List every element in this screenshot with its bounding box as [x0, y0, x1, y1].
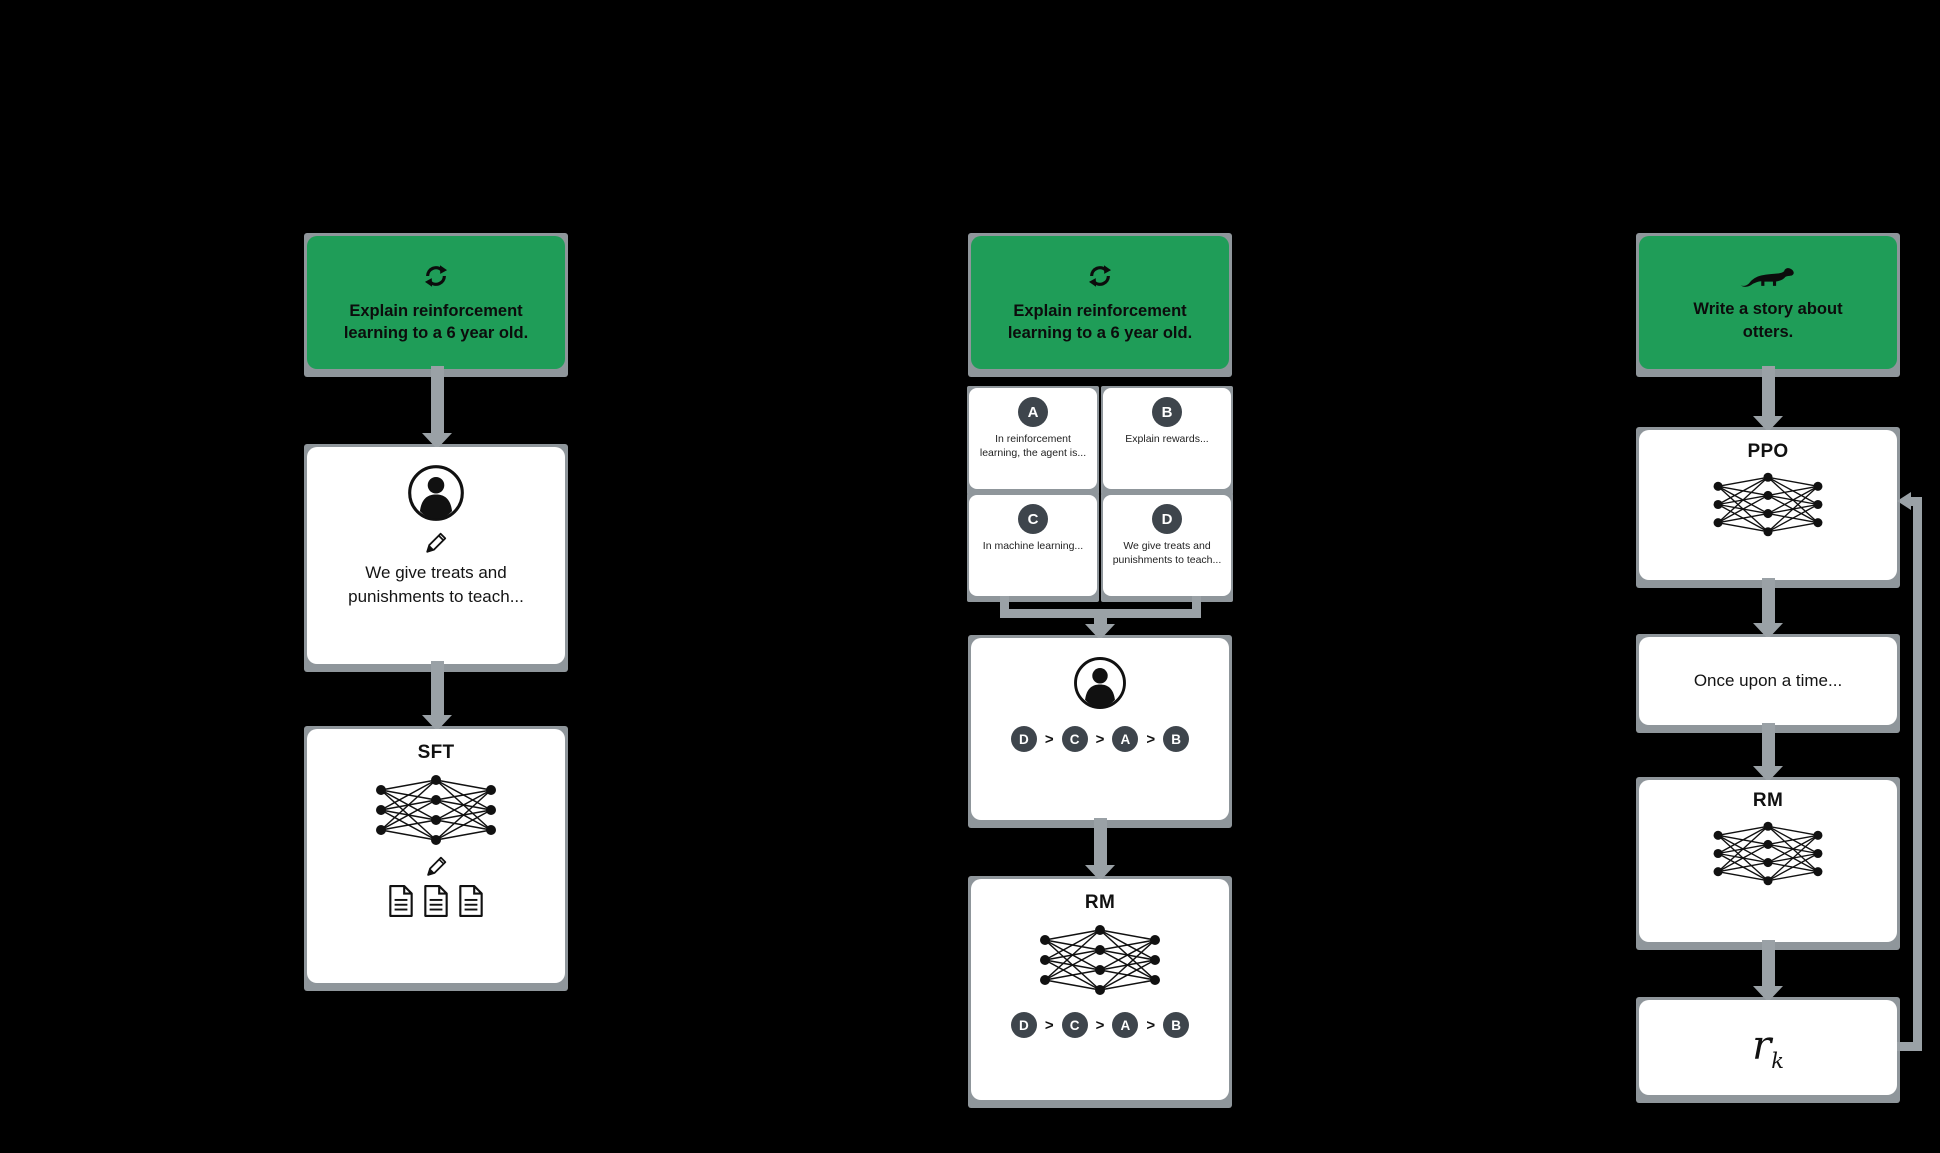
answer-badge: D	[1152, 504, 1182, 534]
arrow-down	[1753, 723, 1783, 782]
neural-network-icon	[1709, 817, 1827, 890]
cycle-icon	[421, 261, 451, 291]
documents-row	[388, 885, 484, 917]
greater-than: >	[1095, 730, 1105, 748]
candidate-answer-a: A In reinforcement learning, the agent i…	[967, 386, 1099, 495]
candidate-answer-b: B Explain rewards...	[1101, 386, 1233, 495]
preference-ranking: D > C > A > B	[1010, 1012, 1190, 1038]
greater-than: >	[1044, 1016, 1054, 1034]
rank-connector	[1000, 596, 1009, 616]
arrow-down	[1085, 613, 1115, 640]
rm-label: RM	[1084, 892, 1116, 913]
greater-than: >	[1146, 730, 1156, 748]
arrow-down	[1085, 818, 1115, 881]
cycle-icon	[1085, 261, 1115, 291]
rm-label: RM	[1752, 790, 1784, 811]
stage3-output-card: Once upon a time...	[1636, 634, 1900, 733]
stage3-ppo-card: PPO	[1636, 427, 1900, 588]
stage1-sft-card: SFT	[304, 726, 568, 991]
answer-badge: D	[1010, 726, 1037, 752]
arrow-down	[1753, 940, 1783, 1002]
reward-symbol: rk	[1752, 1022, 1784, 1073]
answer-badge: C	[1018, 504, 1048, 534]
stage1-demonstration-card: We give treats and punishments to teach.…	[304, 444, 568, 672]
prompt-text: Explain reinforcement learning to a 6 ye…	[343, 301, 529, 342]
answer-text: In machine learning...	[982, 540, 1084, 552]
answer-text: In reinforcement learning, the agent is.…	[979, 433, 1087, 459]
document-icon	[388, 885, 414, 917]
feedback-loop-line	[1909, 497, 1922, 506]
neural-network-icon	[1035, 920, 1165, 1000]
neural-network-icon	[1709, 468, 1827, 541]
greater-than: >	[1044, 730, 1054, 748]
feedback-loop-line	[1913, 497, 1922, 1051]
prompt-text: Write a story about otters.	[1693, 300, 1843, 341]
preference-ranking: D > C > A > B	[1010, 726, 1190, 752]
stage2-ranking-card: D > C > A > B	[968, 635, 1232, 828]
ppo-label: PPO	[1747, 441, 1789, 462]
arrow-down	[422, 366, 452, 449]
greater-than: >	[1095, 1016, 1105, 1034]
demonstration-text: We give treats and punishments to teach.…	[348, 563, 524, 606]
answer-badge: A	[1018, 397, 1048, 427]
answer-badge: D	[1010, 1012, 1037, 1038]
rank-connector	[1192, 596, 1201, 616]
document-icon	[423, 885, 449, 917]
person-icon	[407, 464, 465, 522]
answer-text: Explain rewards...	[1125, 433, 1209, 445]
candidate-answer-c: C In machine learning...	[967, 493, 1099, 602]
arrow-down	[1753, 366, 1783, 432]
sft-label: SFT	[417, 742, 455, 763]
stage3-prompt-card: Write a story about otters.	[1636, 233, 1900, 377]
answer-badge: B	[1152, 397, 1182, 427]
arrow-down	[422, 661, 452, 731]
candidate-answers-grid: A In reinforcement learning, the agent i…	[967, 386, 1233, 602]
arrow-down	[1753, 578, 1783, 639]
otter-icon	[1739, 262, 1797, 289]
answer-badge: A	[1112, 726, 1139, 752]
neural-network-icon	[371, 770, 501, 850]
answer-badge: B	[1163, 1012, 1190, 1038]
pencil-icon	[425, 855, 448, 878]
feedback-loop-line	[1897, 1042, 1922, 1051]
candidate-answer-d: D We give treats and punishments to teac…	[1101, 493, 1233, 602]
stage3-rm-card: RM	[1636, 777, 1900, 950]
prompt-text: Explain reinforcement learning to a 6 ye…	[1007, 301, 1193, 342]
answer-badge: C	[1061, 726, 1088, 752]
pencil-icon	[424, 531, 448, 555]
feedback-loop-arrowhead	[1897, 492, 1911, 510]
stage2-prompt-card: Explain reinforcement learning to a 6 ye…	[968, 233, 1232, 377]
greater-than: >	[1146, 1016, 1156, 1034]
answer-text: We give treats and punishments to teach.…	[1112, 540, 1222, 566]
stage1-prompt-card: Explain reinforcement learning to a 6 ye…	[304, 233, 568, 377]
stage2-rm-card: RM D > C > A > B	[968, 876, 1232, 1108]
answer-badge: A	[1112, 1012, 1139, 1038]
answer-badge: B	[1163, 726, 1190, 752]
stage3-reward-card: rk	[1636, 997, 1900, 1103]
person-icon	[1073, 656, 1127, 710]
answer-badge: C	[1061, 1012, 1088, 1038]
document-icon	[458, 885, 484, 917]
output-text: Once upon a time...	[1693, 671, 1843, 691]
